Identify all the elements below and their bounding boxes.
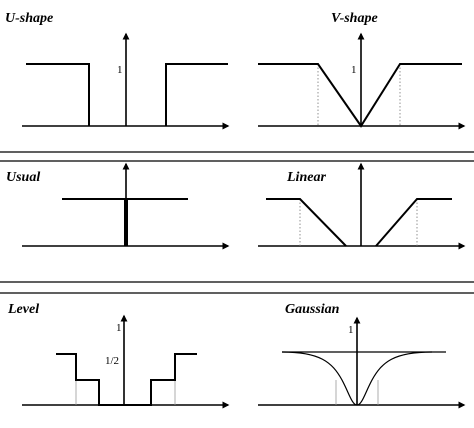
level-tick-half: 1/2 [105, 355, 119, 367]
panel-level: Level 1 1/2 [7, 302, 230, 409]
v-shape-title: V-shape [331, 11, 378, 26]
linear-title: Linear [286, 170, 326, 185]
v-shape-tick-1: 1 [351, 64, 357, 76]
section-dividers [0, 151, 474, 294]
gaussian-tick-1: 1 [348, 324, 354, 336]
level-curve [56, 353, 197, 406]
panel-gaussian: Gaussian 1 [258, 302, 466, 409]
gaussian-title: Gaussian [285, 302, 340, 317]
u-shape-curve [26, 63, 228, 126]
panel-usual: Usual [6, 162, 230, 250]
u-shape-title: U-shape [5, 11, 53, 26]
panel-linear: Linear [258, 162, 466, 250]
v-shape-curve [258, 63, 462, 128]
level-title: Level [7, 302, 39, 317]
linear-curve [266, 198, 452, 247]
usual-title: Usual [6, 170, 40, 185]
u-shape-tick-1: 1 [117, 64, 123, 76]
level-tick-1: 1 [116, 322, 122, 334]
panel-u-shape: U-shape 1 [5, 11, 230, 130]
panel-v-shape: V-shape 1 [258, 11, 466, 130]
gaussian-curve [281, 351, 433, 406]
